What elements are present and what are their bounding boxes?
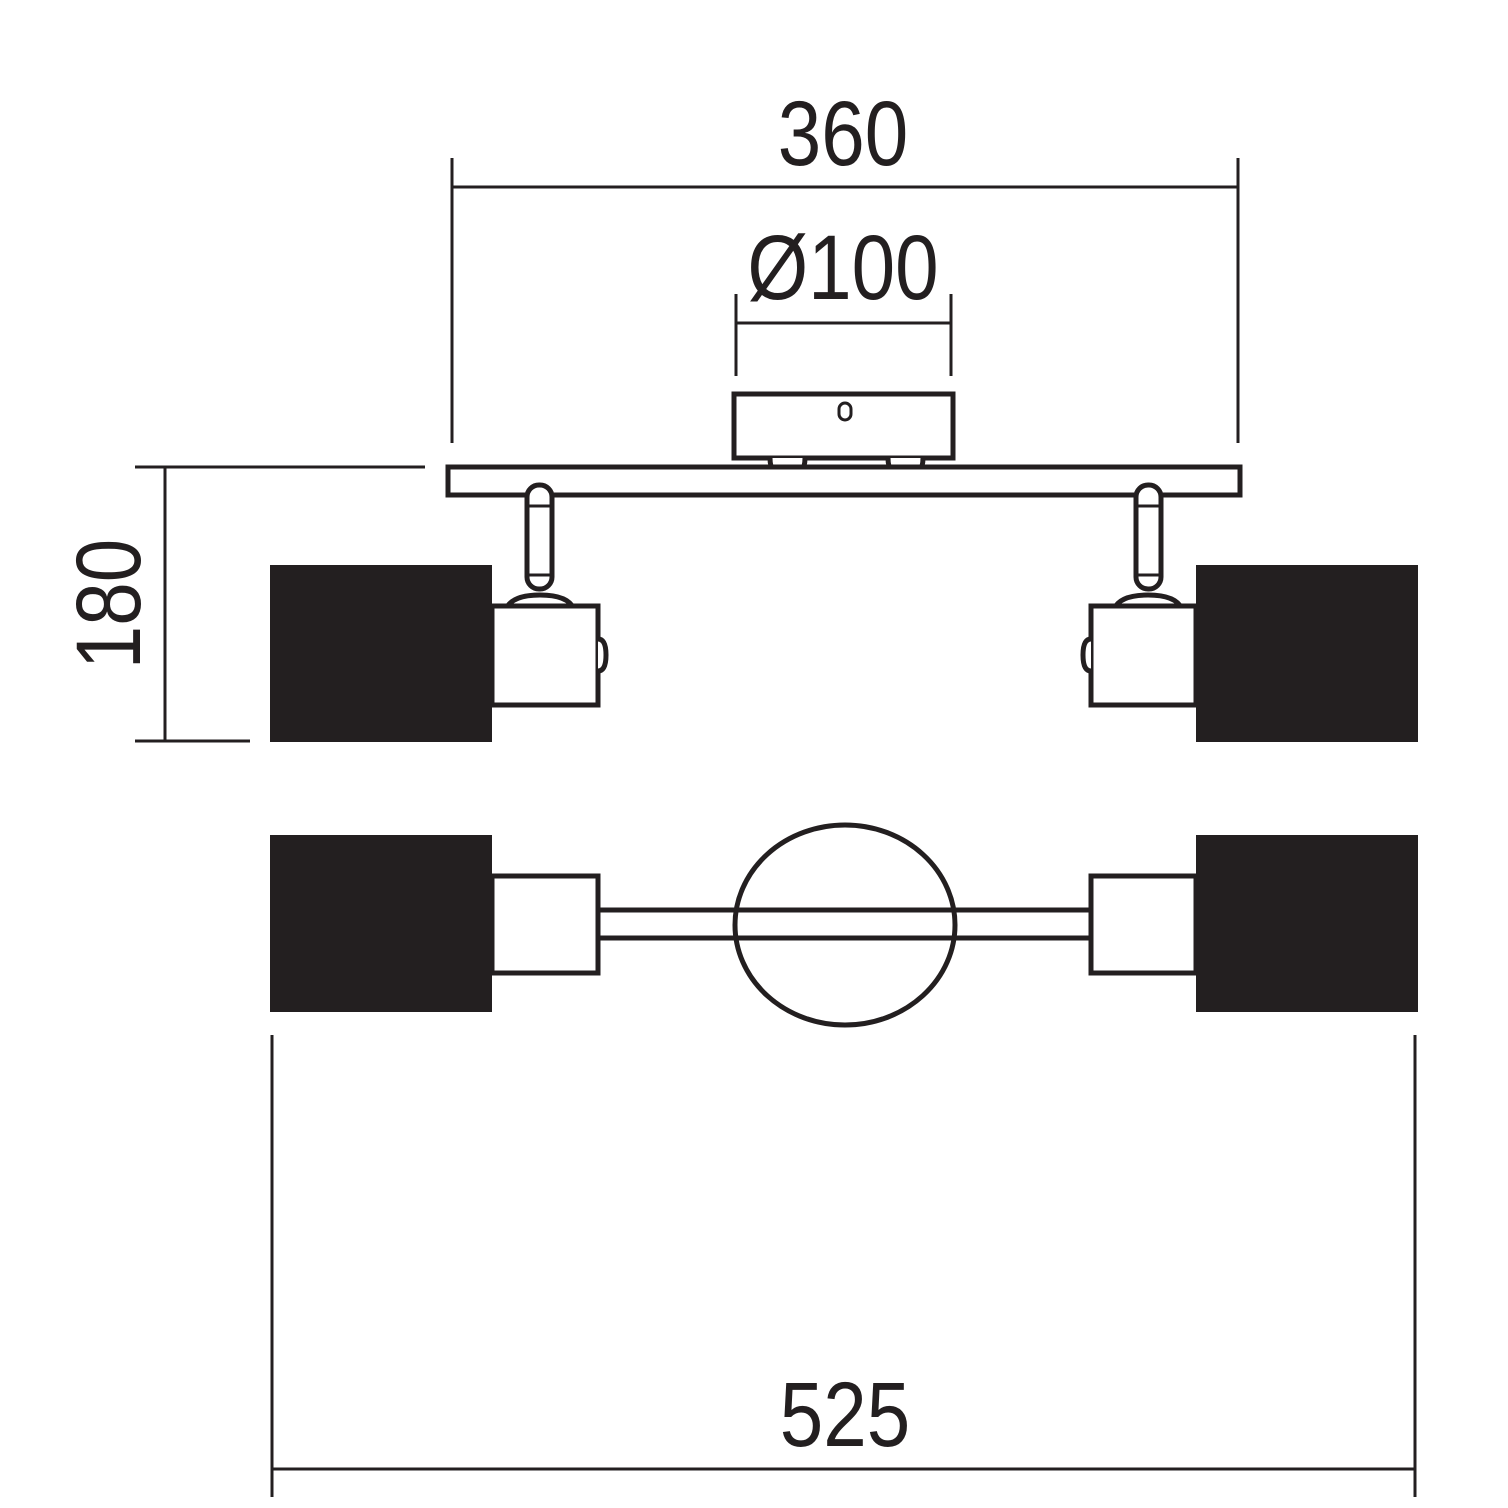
side-view bbox=[270, 391, 1418, 742]
arm-rod-right bbox=[1133, 482, 1164, 592]
dimension-label-180: 180 bbox=[58, 539, 160, 669]
lamp-shade-top-left bbox=[270, 835, 492, 1012]
lamp-shade-top-right bbox=[1196, 835, 1418, 1012]
lamp-holder-top-left bbox=[489, 873, 601, 976]
lamp-shade-right bbox=[1196, 565, 1418, 742]
lamp-holder-top-right bbox=[1088, 873, 1199, 976]
canopy-circle bbox=[732, 822, 958, 1028]
dimension-180: 180 bbox=[58, 465, 425, 743]
lamp-holder-right bbox=[1088, 603, 1199, 708]
dimension-label-diameter: Ø100 bbox=[747, 217, 938, 319]
dimension-525: 525 bbox=[270, 1035, 1417, 1497]
canopy-slot bbox=[837, 401, 853, 422]
arm-rod-left bbox=[524, 482, 555, 592]
dimension-360: 360 bbox=[450, 83, 1240, 443]
dimension-label-525: 525 bbox=[780, 1364, 910, 1466]
lamp-holder-left bbox=[489, 603, 601, 708]
dimension-diameter-100: Ø100 bbox=[734, 217, 953, 376]
spot-left bbox=[270, 482, 609, 742]
spot-right bbox=[1080, 482, 1418, 742]
lamp-shade-left bbox=[270, 565, 492, 742]
dimension-label-360: 360 bbox=[778, 83, 908, 185]
mounting-bar bbox=[445, 464, 1243, 498]
top-view bbox=[270, 822, 1418, 1028]
